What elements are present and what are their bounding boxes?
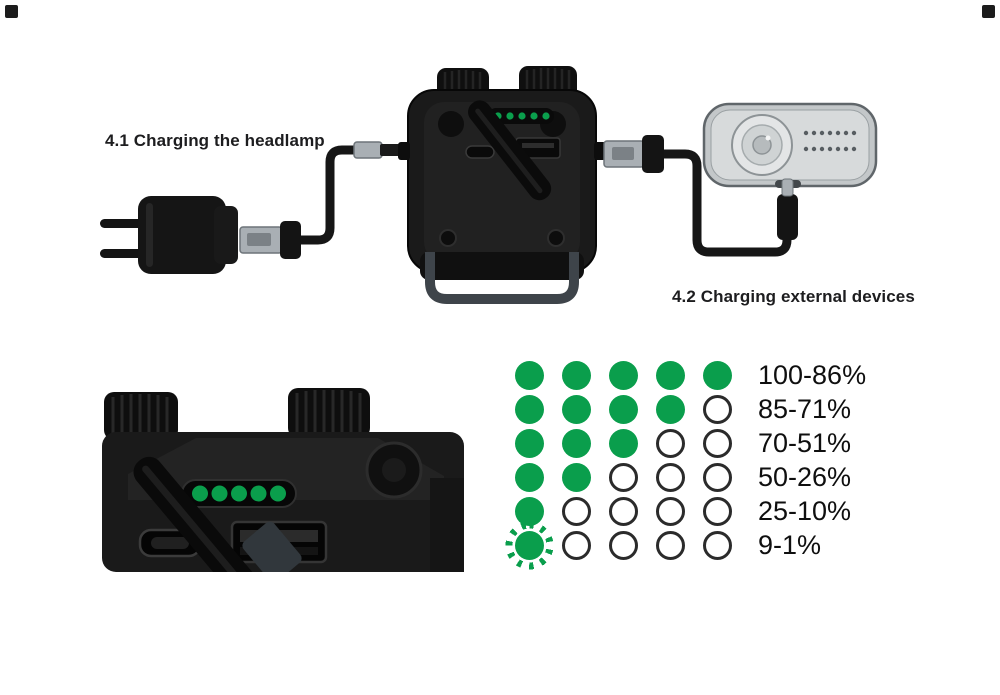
battery-range-label: 85-71% [758, 393, 852, 424]
battery-range-label: 70-51% [758, 427, 852, 458]
usb-a-plug-body [280, 221, 301, 259]
battery-dot-empty [562, 496, 591, 526]
usb-c-plug-metal [781, 178, 794, 197]
battery-dot-filled [515, 394, 544, 424]
smartphone-illustration [702, 102, 878, 188]
battery-dot-empty [703, 530, 732, 560]
label-charging-external: 4.2 Charging external devices [672, 287, 915, 306]
strap-clip [468, 100, 552, 201]
crop-mark [5, 5, 18, 18]
closeup-right-knob [288, 388, 370, 438]
battery-dot-filled [562, 462, 591, 492]
headlamp-closeup-illustration [102, 388, 464, 572]
battery-dot-empty [562, 530, 591, 560]
plug-prong-top [100, 219, 146, 228]
battery-legend-row: 85-71% [515, 394, 866, 424]
battery-dot-empty [656, 462, 685, 492]
usb-cable-right-illustration [603, 135, 798, 257]
headlamp-illustration [398, 66, 606, 304]
battery-dot-empty [703, 496, 732, 526]
battery-legend-row: 25-10% [515, 496, 866, 526]
battery-dot-filled [703, 360, 732, 390]
battery-range-label: 25-10% [758, 495, 852, 526]
battery-dot-filled [609, 428, 638, 458]
battery-dot-empty [703, 394, 732, 424]
battery-range-label: 9-1% [758, 529, 822, 560]
battery-dot-empty [609, 462, 638, 492]
battery-legend-row: 9-1% [515, 530, 866, 560]
battery-dot-empty [703, 462, 732, 492]
charger-body [138, 196, 226, 274]
usb-c-port [465, 145, 495, 159]
battery-dot-filled [515, 462, 544, 492]
closeup-strap [133, 456, 287, 572]
battery-dot-empty [703, 428, 732, 458]
battery-dot-filled [656, 394, 685, 424]
stand-bracket [425, 252, 579, 304]
battery-dot-empty [609, 530, 638, 560]
battery-legend-row: 70-51% [515, 428, 866, 458]
charging-cable [664, 149, 792, 257]
battery-dot-empty [656, 428, 685, 458]
battery-range-label: 100-86% [758, 359, 867, 390]
battery-dot-filled [609, 360, 638, 390]
wall-charger-illustration [100, 196, 238, 274]
battery-dot-empty [609, 496, 638, 526]
battery-dot-empty [656, 530, 685, 560]
battery-led-strip [488, 108, 554, 124]
label-charging-headlamp: 4.1 Charging the headlamp [105, 131, 325, 150]
closeup-left-knob [104, 392, 178, 440]
screw-icon [547, 229, 565, 247]
usb-cable-left-illustration [239, 141, 400, 259]
plug-prong-bottom [100, 249, 146, 258]
battery-legend-row: 50-26% [515, 462, 866, 492]
usb-plug-metal [353, 141, 383, 159]
battery-dot-empty [656, 496, 685, 526]
battery-level-legend: 100-86%85-71%70-51%50-26%25-10%9-1% [515, 360, 866, 564]
speaker-dots [803, 130, 857, 152]
battery-dot-blinking [515, 530, 544, 560]
usb-a-plug-body [642, 135, 664, 173]
battery-dot-filled [515, 360, 544, 390]
usb-c-plug-body [777, 194, 798, 240]
battery-dot-filled [562, 428, 591, 458]
battery-range-label: 50-26% [758, 461, 852, 492]
battery-dot-filled [609, 394, 638, 424]
battery-dot-filled [515, 428, 544, 458]
battery-legend-row: 100-86% [515, 360, 866, 390]
charging-cable [301, 145, 358, 245]
closeup-strap-clip [242, 521, 302, 572]
closeup-led-strip [181, 479, 297, 508]
battery-dot-filled [656, 360, 685, 390]
battery-dot-filled [562, 360, 591, 390]
screw-icon [439, 229, 457, 247]
battery-dot-filled [562, 394, 591, 424]
crop-mark [982, 5, 995, 18]
